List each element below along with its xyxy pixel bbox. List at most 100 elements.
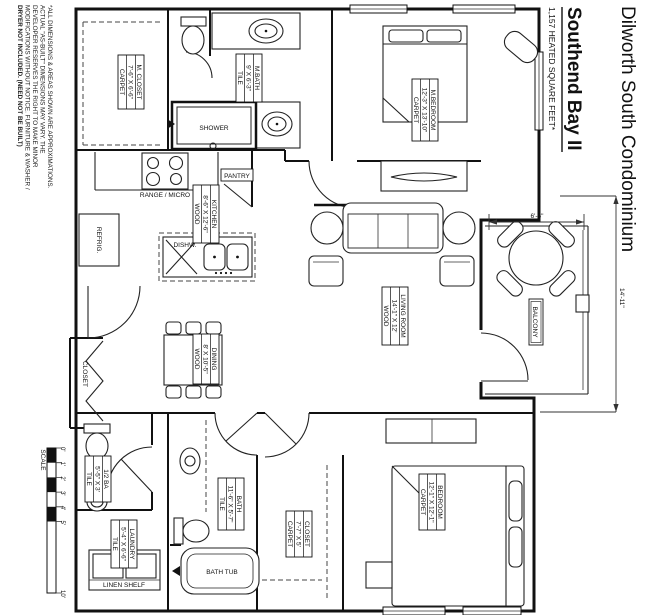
svg-text:8' X 10'-5": 8' X 10'-5" bbox=[201, 344, 208, 374]
room-label-dining: DINING 8' X 10'-5" WOOD bbox=[192, 333, 220, 385]
svg-text:LAUNDRY: LAUNDRY bbox=[128, 529, 135, 561]
bifold-door-icon bbox=[85, 340, 104, 422]
svg-text:M.BEDROOM: M.BEDROOM bbox=[429, 90, 436, 131]
pillow-icon bbox=[508, 480, 523, 522]
pillow-icon bbox=[426, 29, 462, 43]
balcony-door-arc-icon bbox=[480, 332, 529, 381]
room-label-m-bath: M.BATH 9' X 6'-3" TILE bbox=[235, 53, 263, 103]
disclaimer-line-3: DEVELOPER RESERVES THE RIGHT TO MAKE MIN… bbox=[31, 5, 38, 168]
sofa-icon bbox=[342, 202, 444, 254]
project-title: Dilworth South Condominium bbox=[617, 6, 638, 252]
kitchen-fixtures: RANGE / MICRO PANTRY REFRIG. DISHW. bbox=[78, 152, 256, 282]
master-bath-fixtures: SHOWER bbox=[167, 12, 301, 151]
svg-text:14'-1" X 12': 14'-1" X 12' bbox=[390, 300, 397, 333]
svg-text:7'-7" X 5': 7'-7" X 5' bbox=[294, 521, 301, 547]
scale-tick-3: 3' bbox=[59, 491, 65, 495]
toilet-icon bbox=[180, 16, 207, 27]
hall-bath-fixtures: BATH TUB bbox=[172, 447, 260, 595]
title-block: Dilworth South Condominium Southend Bay … bbox=[547, 6, 638, 252]
side-table-icon bbox=[442, 211, 476, 245]
svg-text:TILE: TILE bbox=[236, 71, 243, 85]
balcony: BALCONY bbox=[485, 221, 590, 395]
svg-text:9' X 6'-3": 9' X 6'-3" bbox=[244, 65, 251, 91]
dishwasher-icon bbox=[165, 239, 198, 275]
linen-shelf-label: LINEN SHELF bbox=[103, 582, 145, 589]
svg-text:KITCHEN: KITCHEN bbox=[210, 200, 217, 229]
patio-chair-icon bbox=[548, 221, 575, 248]
bath-tub-label: BATH TUB bbox=[206, 569, 238, 576]
svg-text:12'-3" X 13'-10": 12'-3" X 13'-10" bbox=[420, 88, 427, 133]
suite-door-arc-icon bbox=[308, 160, 357, 209]
room-label-laundry: LAUNDRY 5'-4" X 6'-6" TILE bbox=[110, 519, 138, 569]
svg-text:CARPET: CARPET bbox=[412, 97, 419, 123]
svg-text:12'-1" X 12'-1": 12'-1" X 12'-1" bbox=[427, 481, 434, 523]
chair-icon bbox=[308, 255, 344, 287]
chair-icon bbox=[439, 255, 475, 287]
svg-text:TILE: TILE bbox=[218, 497, 225, 511]
svg-text:5'-5" X 3': 5'-5" X 3' bbox=[93, 466, 100, 492]
room-label-kitchen: KITCHEN 8'-6" X 12'-6" WOOD bbox=[192, 184, 220, 244]
dimension-annotations: 6'-6" 14'-11" bbox=[488, 195, 625, 413]
chair-icon bbox=[503, 30, 539, 64]
patio-chair-icon bbox=[496, 270, 523, 297]
living-room-furniture bbox=[308, 160, 476, 287]
scale-tick-1: 1' bbox=[59, 462, 65, 466]
room-label-half-bath: 1/2 BA 5'-5" X 3' TILE bbox=[84, 455, 112, 503]
disclaimer-line-2: ACTUAL "AS-BUILT" DIMENSIONS MAY VARY. T… bbox=[39, 5, 46, 154]
scale-tick-0: 0' bbox=[59, 447, 65, 451]
patio-table-icon bbox=[508, 230, 564, 286]
toilet-icon bbox=[173, 517, 184, 545]
disclaimer-line-5: DRYER NOT INCLUDED. (NEED NOT BE BUILT) bbox=[16, 5, 23, 147]
pantry-label-box bbox=[220, 168, 254, 182]
dining-chair-icon bbox=[205, 385, 222, 399]
nightstand-icon bbox=[365, 561, 393, 589]
heated-area-label: 1,157 HEATED SQUARE FEET* bbox=[547, 7, 557, 131]
unit-title: Southend Bay II bbox=[563, 7, 584, 151]
svg-text:WOOD: WOOD bbox=[193, 204, 200, 225]
room-label-m-bedroom: M.BEDROOM 12'-3" X 13'-10" CARPET bbox=[411, 78, 439, 142]
svg-text:BALCONY: BALCONY bbox=[531, 306, 538, 338]
shower-label: SHOWER bbox=[199, 125, 229, 132]
svg-text:1/2 BA: 1/2 BA bbox=[102, 469, 109, 489]
dining-chair-icon bbox=[185, 321, 202, 335]
svg-text:CARPET: CARPET bbox=[286, 521, 293, 547]
dining-chair-icon bbox=[165, 321, 182, 335]
room-label-closet: CLOSET 7'-7" X 5' CARPET bbox=[285, 510, 313, 558]
doors bbox=[87, 51, 529, 493]
scale-label: SCALE bbox=[39, 449, 46, 471]
room-label-bath: BATH 11'-6" X 5'-7" TILE bbox=[217, 477, 245, 531]
scale-tick-5: 5' bbox=[59, 521, 65, 525]
svg-text:BEDROOM: BEDROOM bbox=[436, 485, 443, 519]
svg-text:DINING: DINING bbox=[210, 348, 217, 371]
svg-text:11'-6" X 5'-7": 11'-6" X 5'-7" bbox=[226, 486, 233, 524]
bath-door-arc-icon bbox=[214, 412, 258, 456]
scale-tick-2: 2' bbox=[59, 476, 65, 480]
refrigerator-icon bbox=[78, 213, 120, 267]
svg-text:5'-4" X 6'-6": 5'-4" X 6'-6" bbox=[119, 527, 126, 562]
svg-text:CLOSET: CLOSET bbox=[303, 521, 310, 547]
master-bedroom-furniture bbox=[382, 25, 539, 123]
svg-text:8'-6" X 12'-6": 8'-6" X 12'-6" bbox=[201, 195, 208, 233]
scale-tick-10: 10' bbox=[59, 590, 65, 598]
pantry-label: PANTRY bbox=[224, 173, 250, 180]
svg-text:M. CLOSET: M. CLOSET bbox=[135, 64, 142, 99]
balcony-label: BALCONY bbox=[528, 298, 544, 346]
svg-text:BATH: BATH bbox=[235, 496, 242, 513]
range-micro-label: RANGE / MICRO bbox=[140, 192, 190, 199]
svg-text:CARPET: CARPET bbox=[118, 69, 125, 95]
entry-closet-label: CLOSET bbox=[81, 361, 88, 387]
scale-tick-4: 4' bbox=[59, 506, 65, 510]
closet-rod-lines bbox=[82, 21, 328, 600]
svg-text:TILE: TILE bbox=[111, 537, 118, 551]
room-label-bedroom: BEDROOM 12'-1" X 12'-1" CARPET bbox=[418, 473, 446, 531]
pillow-icon bbox=[508, 526, 523, 568]
hall-door-arc-icon bbox=[87, 285, 141, 339]
svg-text:M.BATH: M.BATH bbox=[253, 66, 260, 90]
svg-text:CARPET: CARPET bbox=[419, 489, 426, 515]
svg-text:7'-6" X 6'-6": 7'-6" X 6'-6" bbox=[126, 65, 133, 100]
dining-chair-icon bbox=[205, 321, 222, 335]
bed-icon bbox=[391, 465, 525, 607]
dresser-icon bbox=[385, 418, 477, 444]
